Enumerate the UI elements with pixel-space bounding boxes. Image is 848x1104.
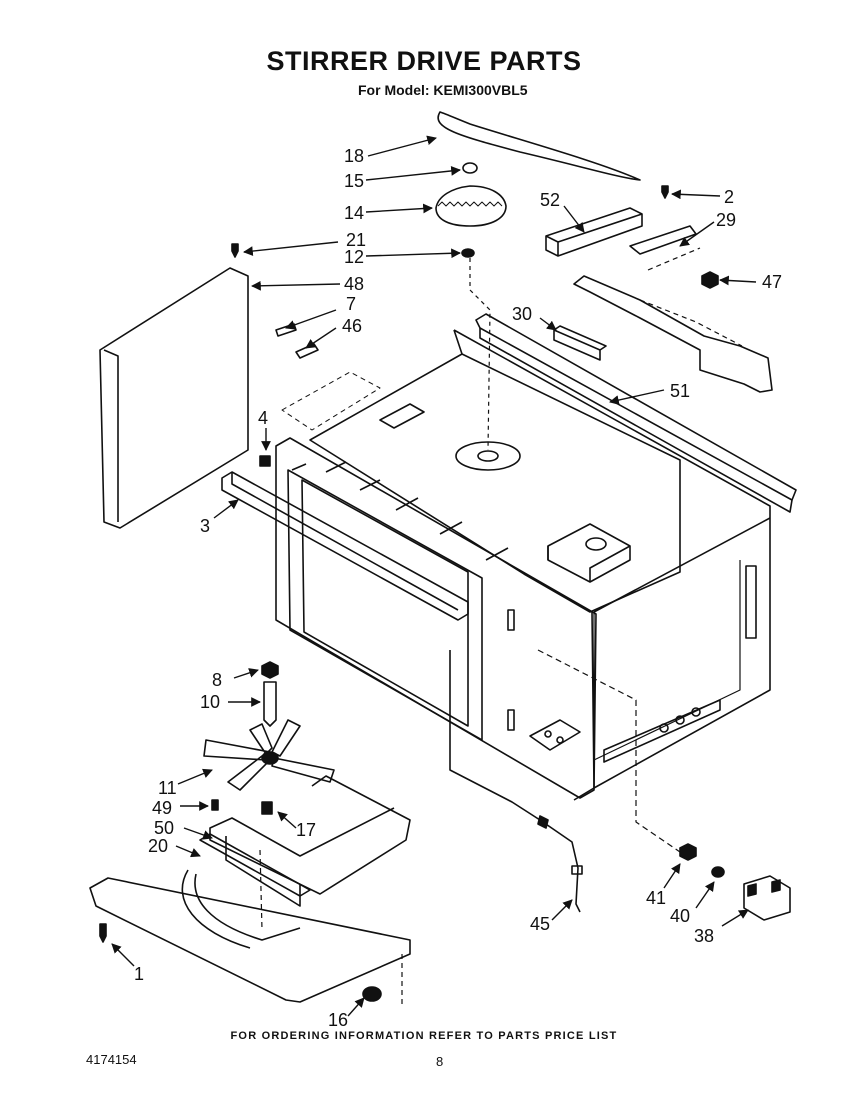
lock-washer-part <box>711 866 725 878</box>
retainer-part <box>261 801 273 815</box>
switch-part <box>743 875 791 921</box>
callout-18: 18 <box>344 146 364 166</box>
panel-screw-part <box>231 243 239 258</box>
screw-part <box>661 185 669 199</box>
document-number: 4174154 <box>86 1052 137 1067</box>
callout-20: 20 <box>148 836 168 856</box>
model-subtitle: For Model: KEMI300VBL5 <box>358 82 528 98</box>
bottom-plate-part <box>89 877 411 1003</box>
callout-11: 11 <box>158 778 177 798</box>
wire-harness-part <box>449 650 581 913</box>
callout-51: 51 <box>670 381 690 401</box>
motor-bracket-part <box>209 775 411 895</box>
callout-3: 3 <box>200 516 210 536</box>
callout-40: 40 <box>670 906 690 926</box>
callout-29: 29 <box>716 210 736 230</box>
support-bracket-part <box>573 275 773 393</box>
callout-47: 47 <box>762 272 782 292</box>
hex-nut-part <box>679 843 697 861</box>
callout-41: 41 <box>646 888 666 908</box>
callout-7: 7 <box>346 294 356 314</box>
callout-52: 52 <box>540 190 560 210</box>
stirrer-fan-part <box>203 719 335 791</box>
clip-part <box>295 343 319 359</box>
callout-2: 2 <box>724 187 734 207</box>
callout-15: 15 <box>344 171 364 191</box>
channel-part <box>545 207 643 257</box>
page-number: 8 <box>436 1054 444 1069</box>
stirrer-pulley-part <box>435 185 507 227</box>
callout-10: 10 <box>200 692 220 712</box>
callout-12: 12 <box>344 247 364 267</box>
callout-49: 49 <box>152 798 172 818</box>
plate-screw-part <box>99 923 107 943</box>
callout-14: 14 <box>344 203 364 223</box>
callout-16: 16 <box>328 1010 348 1030</box>
stirrer-shaft-part <box>263 681 277 727</box>
callout-48: 48 <box>344 274 364 294</box>
waveguide-bar-part <box>221 471 469 621</box>
callout-38: 38 <box>694 926 714 946</box>
long-channel-part <box>475 313 797 501</box>
small-channel-part <box>553 325 607 361</box>
front-frame <box>275 437 597 799</box>
ordering-note: FOR ORDERING INFORMATION REFER TO PARTS … <box>230 1030 618 1042</box>
callout-50: 50 <box>154 818 174 838</box>
side-panel-part <box>99 267 249 529</box>
callout-8: 8 <box>212 670 222 690</box>
washer-part <box>461 248 475 258</box>
callout-17: 17 <box>296 820 316 840</box>
callout-45: 45 <box>530 914 550 934</box>
shaft-nut-part <box>261 661 279 679</box>
bearing-part <box>462 162 478 174</box>
callout-labels: 18 15 14 12 21 48 7 46 4 3 2 52 29 47 30… <box>134 146 782 1030</box>
grommet-part <box>362 986 382 1002</box>
page-title: STIRRER DRIVE PARTS <box>266 46 582 76</box>
fan-screw-part <box>211 799 219 811</box>
callout-21: 21 <box>346 230 366 250</box>
callout-1: 1 <box>134 964 144 984</box>
drive-belt-part <box>437 111 641 181</box>
nut-part <box>701 271 719 289</box>
callout-46: 46 <box>342 316 362 336</box>
callout-30: 30 <box>512 304 532 324</box>
callout-4: 4 <box>258 408 268 428</box>
panel-nut-part <box>259 455 271 467</box>
